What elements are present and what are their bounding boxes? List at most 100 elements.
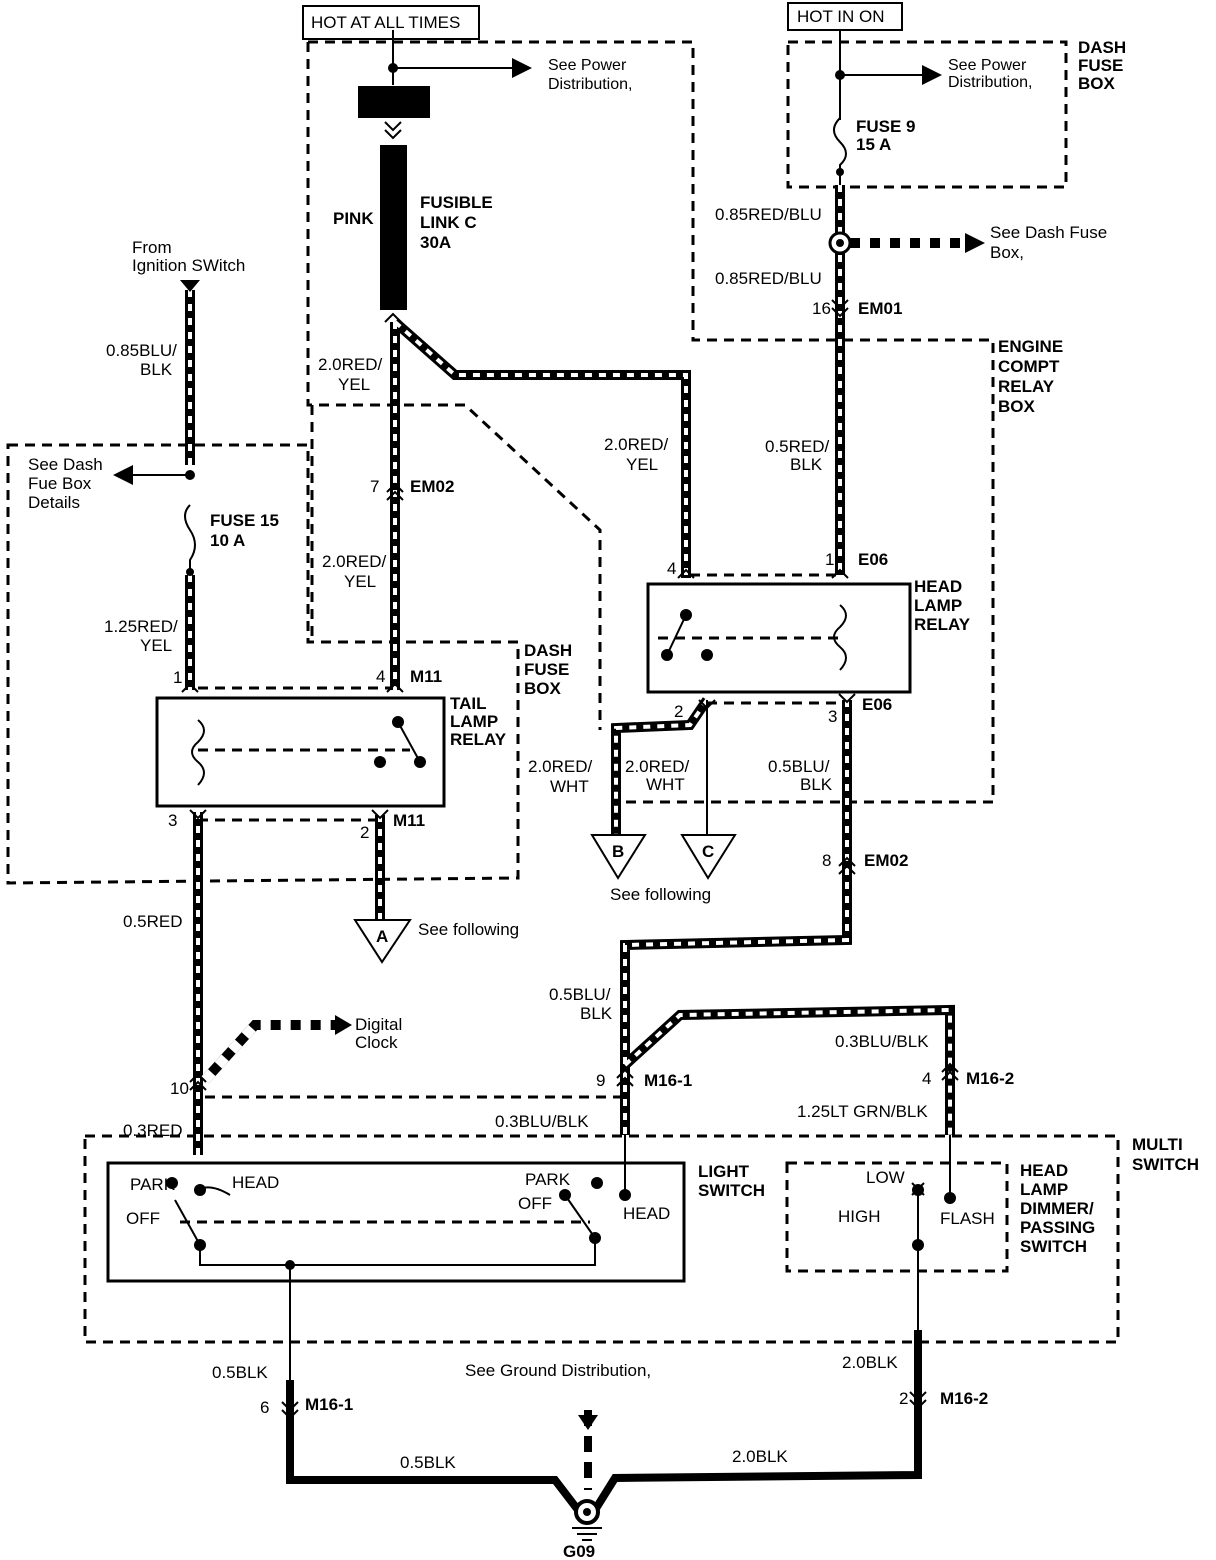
ls-park-left: PARK (130, 1175, 176, 1194)
dimmer-flash: FLASH (940, 1209, 995, 1228)
fusible-link-bottom-connector-icon (384, 312, 402, 323)
dimmer-switch-box (785, 1161, 1009, 1273)
light-switch-box (106, 1161, 686, 1283)
e06-bottom-connector-icon (838, 693, 856, 704)
em01-pin: 16 (812, 299, 831, 318)
dash-fuse-box-left (6, 443, 520, 885)
wire-20red-wht-b2: WHT (646, 775, 685, 794)
em01-connector-icon (831, 299, 849, 318)
see-dash-details-2: Fue Box (28, 474, 92, 493)
wire-20red-yel-c1: 2.0RED/ (604, 435, 669, 454)
engine-box-4: BOX (998, 397, 1036, 416)
hot-all-times-label: HOT AT ALL TIMES (311, 13, 460, 32)
dash-fuse-box-mid-1: DASH (524, 641, 572, 660)
wire-20red-wht-b1: 2.0RED/ (625, 757, 690, 776)
m16-2-pin4: 4 (922, 1069, 931, 1088)
dash-fuse-box-mid-2: FUSE (524, 660, 569, 679)
m16-1-pin9-connector-icon (616, 1068, 634, 1087)
head-relay-pin4: 4 (667, 559, 676, 578)
wire-05blk-b: 0.5BLK (400, 1453, 456, 1472)
fusible-link-block-top (358, 86, 430, 118)
wire-05blu-blk-a2: BLK (800, 775, 833, 794)
fuse15-label-1: FUSE 15 (210, 511, 279, 530)
tail-lamp-relay-1: TAIL (450, 694, 487, 713)
m16-2-bottom-name: M16-2 (940, 1389, 988, 1408)
wire-20red-yel-a1: 2.0RED/ (318, 355, 383, 374)
head-lamp-relay-3: RELAY (914, 615, 971, 634)
head-lamp-relay-1: HEAD (914, 577, 962, 596)
see-following-a: See following (418, 920, 519, 939)
hot-in-on-label: HOT IN ON (797, 7, 885, 26)
ls-off-left: OFF (126, 1209, 160, 1228)
m16-2-top-name: M16-2 (966, 1069, 1014, 1088)
clock-arrow-icon (335, 1015, 352, 1035)
wire-05red-blk-1: 0.5RED/ (765, 437, 830, 456)
em02-mid-connector-icon (838, 856, 856, 875)
digital-clock-1: Digital (355, 1015, 402, 1034)
wire-125red-yel-1: 1.25RED/ (104, 617, 178, 636)
tail-pin3-connector-icon (189, 809, 207, 820)
em02-mid-name: EM02 (864, 851, 908, 870)
tail-lamp-relay-2: LAMP (450, 712, 498, 731)
engine-box-3: RELAY (998, 377, 1055, 396)
see-power-right-2: Distribution, (948, 74, 1032, 91)
wire-085red-blu-b: 0.85RED/BLU (715, 269, 822, 288)
m16-1-bottom-name: M16-1 (305, 1395, 353, 1414)
digital-clock-2: Clock (355, 1033, 398, 1052)
ls-head-left: HEAD (232, 1173, 279, 1192)
m16-1-pin10-connector-icon (189, 1072, 207, 1091)
e06-top-name: E06 (858, 550, 888, 569)
e06-top-connector-icon (831, 568, 849, 579)
ls-right-lever (564, 1194, 596, 1239)
see-power-right-1: See Power (948, 57, 1027, 74)
wire-05red-blk-2: BLK (790, 455, 823, 474)
hot-in-on-label-box (787, 2, 903, 31)
e06-bottom-pin: 3 (828, 707, 837, 726)
pink-label: PINK (333, 209, 374, 228)
m16-2-pin2-connector-icon (909, 1391, 927, 1410)
wire-05blk-a: 0.5BLK (212, 1363, 268, 1382)
dash-fuse-box-tr-1: DASH (1078, 38, 1126, 57)
ls-off-right: OFF (518, 1194, 552, 1213)
dimmer-2: LAMP (1020, 1180, 1068, 1199)
head-relay-pin2: 2 (674, 702, 683, 721)
wire-20blk-a: 2.0BLK (842, 1353, 898, 1372)
em02-top-pin: 7 (370, 477, 379, 496)
ls-park-right: PARK (525, 1170, 571, 1189)
multi-switch-1: MULTI (1132, 1135, 1183, 1154)
fusible-link-body (380, 145, 407, 310)
ground-arrow-icon (578, 1415, 598, 1430)
multi-switch-2: SWITCH (1132, 1155, 1199, 1174)
head-pin4-connector-icon (677, 568, 695, 579)
wire-125lt-grn-blk: 1.25LT GRN/BLK (797, 1102, 928, 1121)
hot-all-times-left-box (306, 42, 602, 730)
tail-relay-pin1: 1 (173, 668, 182, 687)
m11-top-pin: 4 (376, 667, 385, 686)
fusible-link-connector-icon (384, 121, 402, 140)
head-pin2-connector-icon (698, 699, 716, 710)
e06-top-pin: 1 (825, 550, 834, 569)
m11-bottom-pin: 2 (360, 823, 369, 842)
see-dash-details-1: See Dash (28, 455, 103, 474)
ground-right (591, 1330, 922, 1513)
wire-125red-yel-2: YEL (140, 636, 172, 655)
from-ignition-1: From (132, 238, 172, 257)
see-power-left-1: See Power (548, 57, 627, 74)
dimmer-high: HIGH (838, 1207, 881, 1226)
fusible-link-2: LINK C (420, 213, 477, 232)
tail-lamp-relay-3: RELAY (450, 730, 507, 749)
connector-a-icon (353, 919, 412, 964)
see-dash-fuse-1: See Dash Fuse (990, 223, 1107, 242)
dash-fuse-box-top (786, 40, 1068, 189)
head-lamp-relay-2: LAMP (914, 596, 962, 615)
fuse15-label-2: 10 A (210, 531, 245, 550)
wire-20red-wht-a2: WHT (550, 777, 589, 796)
multi-switch-box (83, 1134, 1120, 1344)
see-dash-details-3: Details (28, 493, 80, 512)
dimmer-1: HEAD (1020, 1161, 1068, 1180)
dimmer-x-icon (911, 1182, 925, 1196)
connector-b-label: B (612, 842, 624, 861)
see-power-left-2: Distribution, (548, 76, 632, 93)
hot-at-all-times-box (308, 40, 995, 804)
tail-pin1-connector-icon (181, 682, 199, 693)
